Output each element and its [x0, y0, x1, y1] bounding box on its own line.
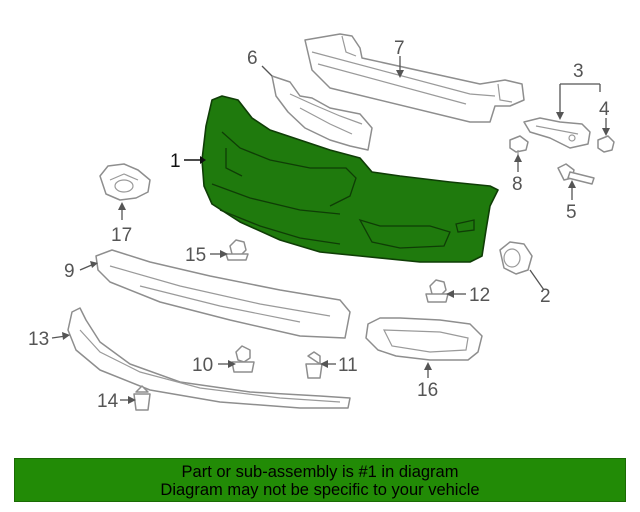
part-3-bracket[interactable] — [523, 117, 591, 149]
part-11-bolt[interactable] — [305, 351, 323, 379]
callout-10: 10 — [192, 355, 236, 376]
part-9-deflector[interactable] — [95, 249, 351, 339]
callout-10-label: 10 — [192, 355, 213, 376]
banner-line-2: Diagram may not be specific to your vehi… — [160, 481, 480, 499]
callout-13-label: 13 — [28, 329, 49, 350]
callout-6-label: 6 — [247, 48, 258, 69]
callout-11-label: 11 — [338, 355, 358, 376]
part-13-molding[interactable] — [67, 307, 351, 409]
part-17-bracket[interactable] — [99, 163, 151, 201]
callout-11: 11 — [320, 355, 358, 376]
part-16-bezel[interactable] — [365, 317, 483, 361]
callout-8: 8 — [512, 154, 523, 195]
callout-14-label: 14 — [97, 391, 119, 412]
callout-2: 2 — [529, 269, 551, 307]
callout-16: 16 — [417, 362, 438, 401]
callout-12-label: 12 — [469, 285, 490, 306]
part-info-banner: Part or sub-assembly is #1 in diagram Di… — [14, 458, 626, 502]
part-14-bolt[interactable] — [133, 385, 151, 411]
part-15-push-pin[interactable] — [225, 239, 249, 261]
callout-7: 7 — [394, 38, 405, 78]
callout-3: 3 — [556, 61, 601, 120]
callout-5: 5 — [566, 180, 577, 223]
callout-6: 6 — [247, 48, 273, 77]
callout-8-label: 8 — [512, 174, 523, 195]
callout-13: 13 — [28, 329, 70, 350]
part-12-push-pin[interactable] — [425, 279, 449, 303]
callout-4-label: 4 — [599, 99, 610, 120]
callout-5-label: 5 — [566, 202, 577, 223]
callout-12: 12 — [446, 285, 490, 306]
part-8-bolt[interactable] — [509, 135, 529, 158]
callout-15-label: 15 — [185, 245, 206, 266]
callout-7-label: 7 — [394, 38, 405, 59]
part-10-nut[interactable] — [231, 345, 255, 373]
callout-4: 4 — [599, 99, 610, 136]
callout-15: 15 — [185, 245, 228, 266]
callout-17-label: 17 — [111, 225, 132, 246]
callout-14: 14 — [97, 391, 136, 412]
callout-9-label: 9 — [64, 261, 75, 282]
callout-1-label: 1 — [170, 151, 181, 172]
callout-9: 9 — [64, 261, 98, 282]
part-5-bolt[interactable] — [557, 163, 595, 185]
callout-3-label: 3 — [573, 61, 584, 82]
callout-1: 1 — [170, 151, 206, 172]
part-4-clip[interactable] — [597, 135, 615, 153]
callout-2-label: 2 — [540, 286, 551, 307]
callout-16-label: 16 — [417, 380, 438, 401]
part-6-energy-absorber[interactable] — [271, 75, 373, 151]
part-1-bumper-cover[interactable] — [201, 95, 499, 263]
part-7-impact-bar[interactable] — [304, 33, 525, 123]
callout-17: 17 — [111, 202, 132, 246]
banner-line-1: Part or sub-assembly is #1 in diagram — [181, 463, 459, 481]
part-2-sensor[interactable] — [499, 241, 533, 275]
